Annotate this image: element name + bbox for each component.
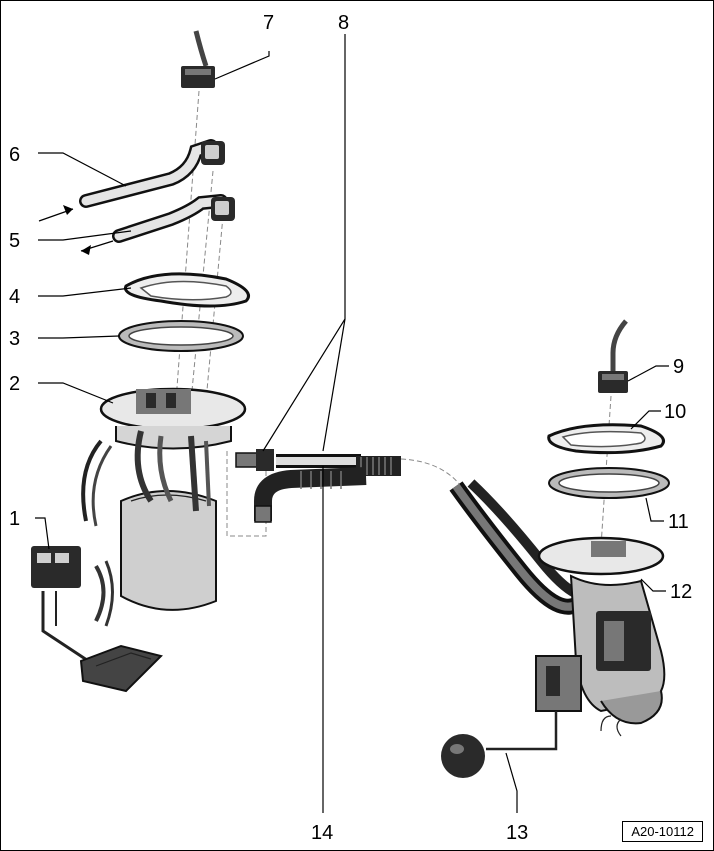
return-hose [112,194,235,243]
alignment-lines [175,90,612,547]
flow-arrows [38,205,114,255]
callout-3: 3 [9,328,20,350]
callout-9: 9 [673,356,684,378]
leader-lines [35,34,669,813]
connector-and-hoses [235,449,605,615]
callout-8: 8 [338,12,349,34]
callout-2: 2 [9,373,20,395]
callout-14: 14 [311,822,333,844]
callout-12: 12 [670,581,692,603]
callout-10: 10 [664,401,686,423]
seal-ring-right [548,467,670,499]
supply-hose [79,139,225,208]
callout-11: 11 [668,511,689,533]
callout-5: 5 [9,230,20,252]
callout-13: 13 [506,822,528,844]
connector-plug-top [181,30,215,88]
callout-1: 1 [9,508,20,530]
fuel-delivery-unit [81,387,247,627]
connector-plug-right [598,319,628,393]
fuel-pump-right [537,536,666,737]
seal-ring [118,320,244,352]
locking-ring [123,272,250,308]
float-and-sender [441,655,582,778]
callout-6: 6 [9,144,20,166]
callout-labels: 7 8 6 5 4 3 2 1 9 10 11 12 13 14 [9,12,692,844]
callout-4: 4 [9,286,20,308]
locking-ring-right [547,423,665,455]
figure-reference-code: A20-10112 [622,821,703,842]
fuel-gauge-sender [31,546,163,693]
callout-7: 7 [263,12,274,34]
